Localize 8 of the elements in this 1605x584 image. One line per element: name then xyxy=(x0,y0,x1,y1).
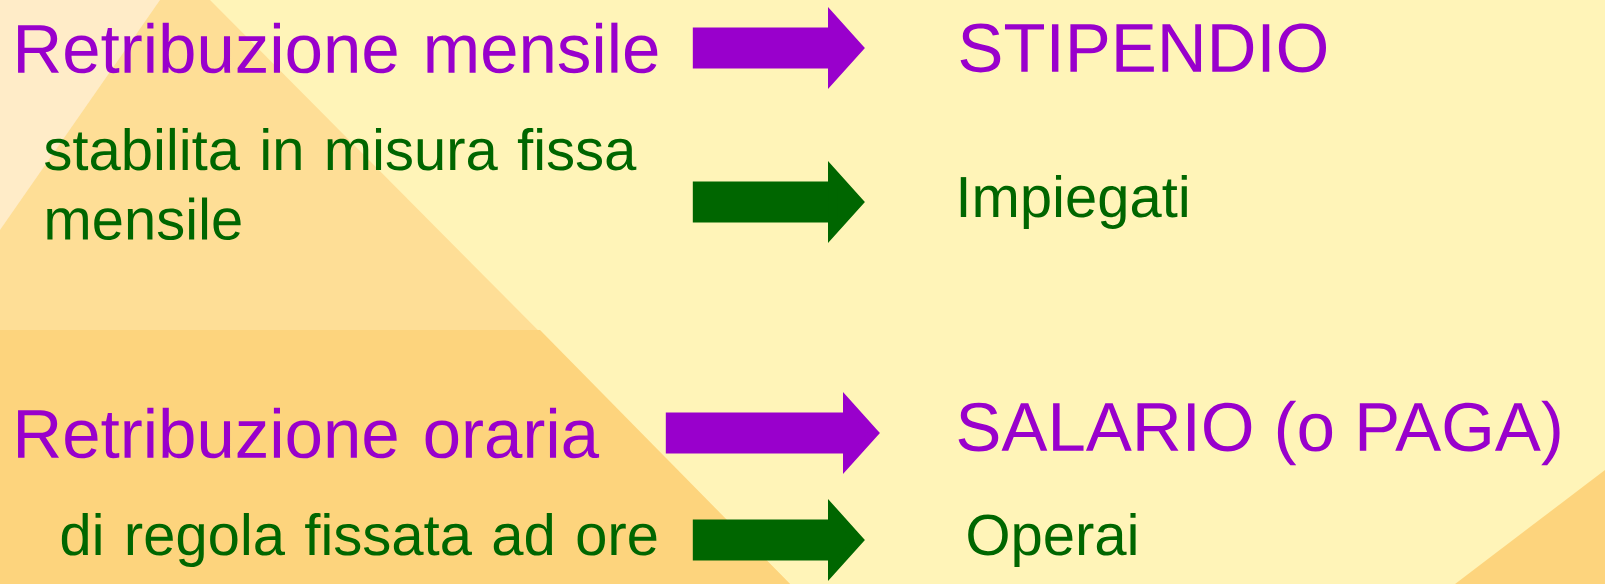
heading-text: Impiegati xyxy=(960,174,1187,230)
heading-text: STIPENDIO xyxy=(960,23,1326,73)
heading-text: SALARIO (o PAGA) xyxy=(958,400,1560,466)
heading-text: Retribuzione oraria xyxy=(18,407,600,459)
heading-text: Retribuzione mensile xyxy=(18,22,658,74)
heading-text: di regola fissata ad ore xyxy=(61,512,657,568)
heading-text: stabilita in misura fissa mensile xyxy=(45,127,637,241)
heading-text: Operai xyxy=(968,512,1136,568)
